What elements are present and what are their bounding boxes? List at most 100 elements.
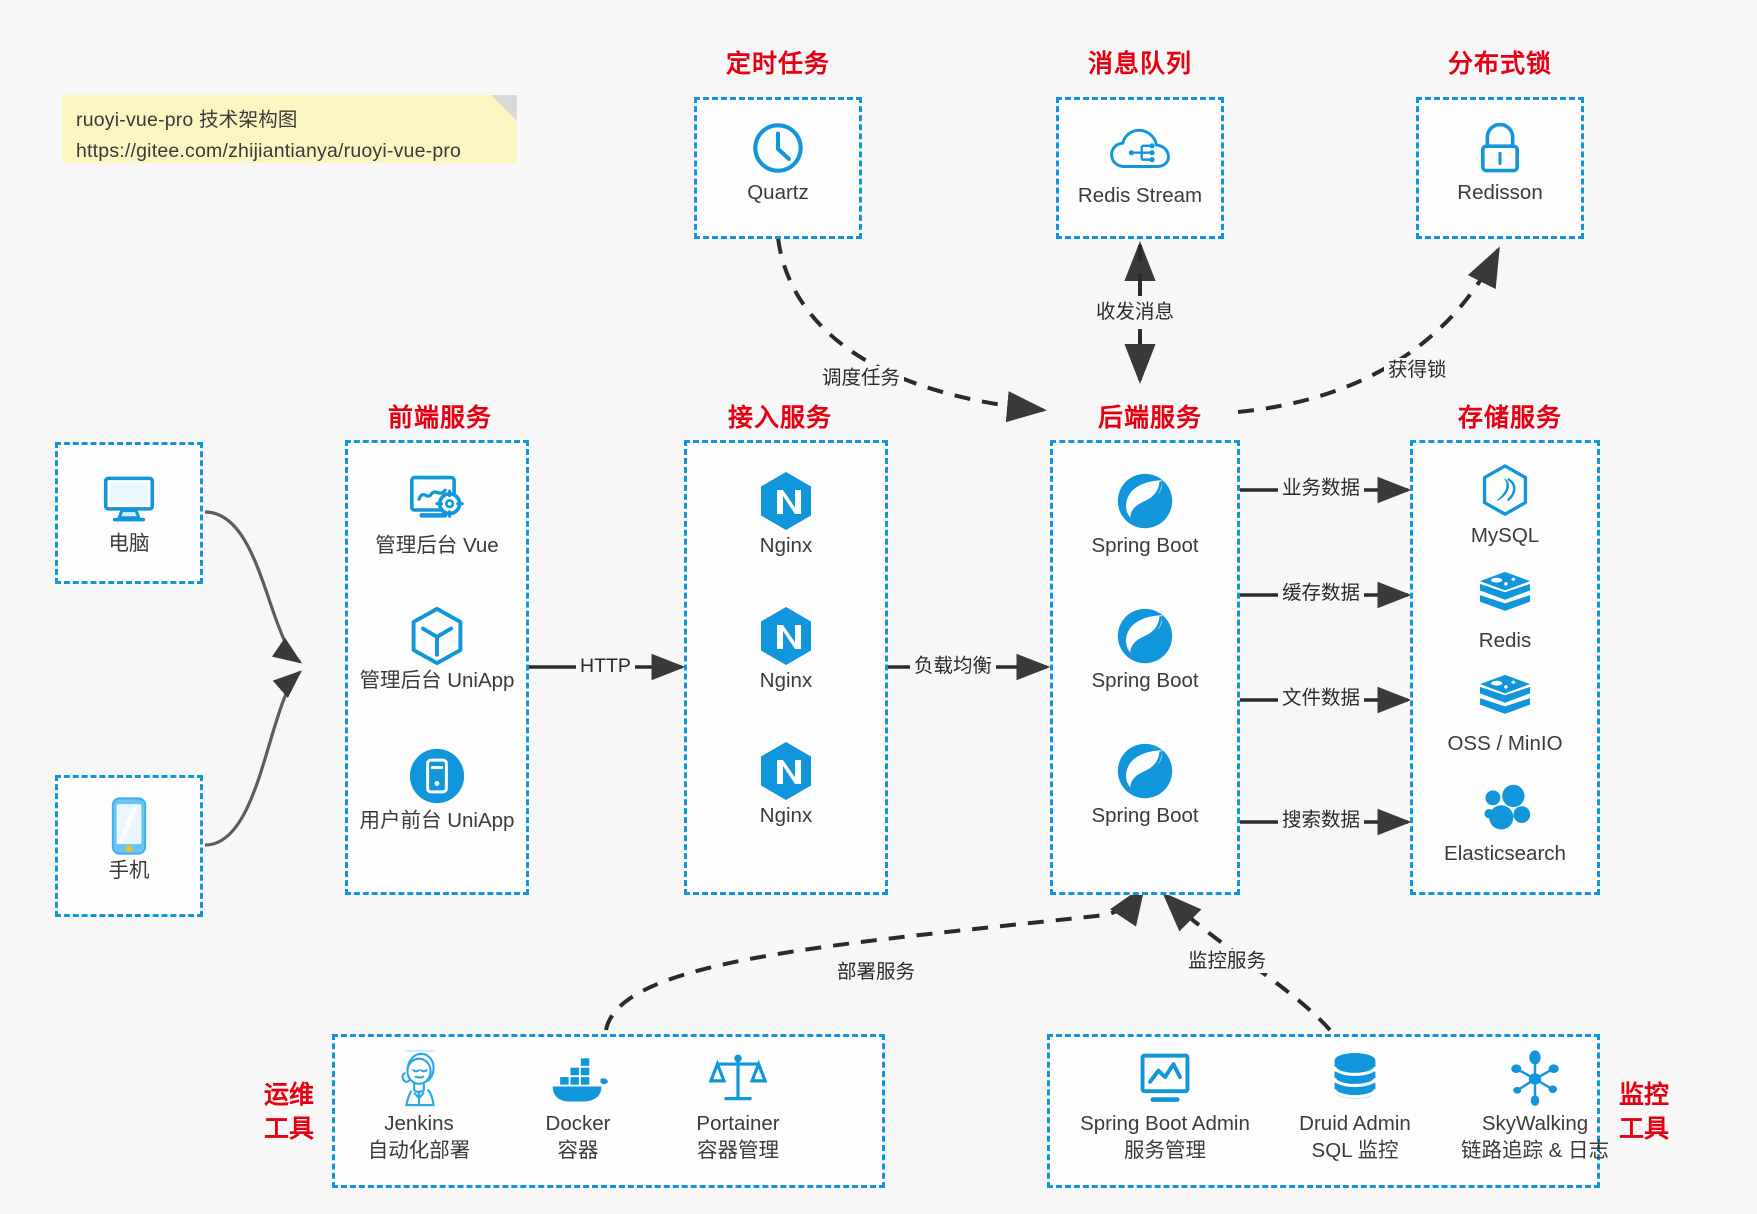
node-oss-minio[interactable]: OSS / MinIO xyxy=(1425,668,1585,757)
note-line-2: https://gitee.com/zhijiantianya/ruoyi-vu… xyxy=(76,140,462,162)
cloud-stream-icon xyxy=(1060,120,1220,182)
node-quartz[interactable]: Quartz xyxy=(698,117,858,206)
node-mobile[interactable]: 手机 xyxy=(49,795,209,884)
edge-label-search-data: 搜索数据 xyxy=(1278,808,1365,832)
edge-label-acquire-lock: 获得锁 xyxy=(1384,358,1451,382)
spring-boot-icon xyxy=(1065,740,1225,802)
mysql-icon xyxy=(1425,460,1585,522)
group-title-monitor-line2: 工具 xyxy=(1618,1115,1669,1143)
nginx-icon xyxy=(706,740,866,802)
node-label: 管理后台 UniApp xyxy=(359,669,515,692)
elasticsearch-icon xyxy=(1425,778,1585,840)
node-spring-boot-2[interactable]: Spring Boot xyxy=(1065,605,1225,694)
node-redis[interactable]: Redis xyxy=(1425,565,1585,654)
node-label: Docker xyxy=(545,1112,611,1135)
group-title-devops: 运维 工具 xyxy=(258,1078,320,1146)
node-skywalking[interactable]: SkyWalking 链路追踪 & 日志 xyxy=(1440,1048,1630,1164)
node-desktop[interactable]: 电脑 xyxy=(49,468,209,557)
node-spring-boot-1[interactable]: Spring Boot xyxy=(1065,470,1225,559)
node-label: Redis Stream xyxy=(1077,184,1203,207)
node-label: Nginx xyxy=(759,804,813,827)
mobile-app-icon xyxy=(357,745,517,807)
node-label: 用户前台 UniApp xyxy=(359,809,515,832)
node-redis-stream[interactable]: Redis Stream xyxy=(1060,120,1220,209)
group-box-monitor xyxy=(1047,1034,1600,1188)
node-mysql[interactable]: MySQL xyxy=(1425,460,1585,549)
node-sublabel: 容器 xyxy=(557,1139,599,1162)
edge-label-schedule: 调度任务 xyxy=(818,366,905,390)
group-title-storage: 存储服务 xyxy=(1457,404,1562,432)
skywalking-icon xyxy=(1440,1048,1630,1110)
node-label: Portainer xyxy=(696,1112,780,1135)
group-title-mq: 消息队列 xyxy=(1087,50,1192,78)
group-title-scheduler: 定时任务 xyxy=(725,50,830,78)
database-icon xyxy=(1265,1048,1445,1110)
group-title-devops-line2: 工具 xyxy=(263,1115,314,1143)
node-label: Quartz xyxy=(747,181,809,204)
diagram-note: ruoyi-vue-pro 技术架构图 https://gitee.com/zh… xyxy=(62,95,517,163)
node-label: Nginx xyxy=(759,669,813,692)
group-box-scheduler xyxy=(694,97,862,239)
node-sublabel: 链路追踪 & 日志 xyxy=(1460,1139,1610,1162)
node-sublabel: 容器管理 xyxy=(697,1139,779,1162)
node-nginx-2[interactable]: Nginx xyxy=(706,605,866,694)
node-portainer[interactable]: Portainer 容器管理 xyxy=(658,1048,818,1164)
group-title-devops-line1: 运维 xyxy=(263,1081,314,1109)
node-jenkins[interactable]: Jenkins 自动化部署 xyxy=(339,1048,499,1164)
node-sublabel: 服务管理 xyxy=(1124,1139,1206,1162)
node-redisson[interactable]: Redisson xyxy=(1420,117,1580,206)
group-title-frontend: 前端服务 xyxy=(387,404,492,432)
node-nginx-1[interactable]: Nginx xyxy=(706,470,866,559)
edge-label-mq-traffic: 收发消息 xyxy=(1092,300,1179,324)
edge-label-file-data: 文件数据 xyxy=(1278,686,1365,710)
node-admin-uniapp[interactable]: 管理后台 UniApp xyxy=(357,605,517,694)
uniapp-icon xyxy=(357,605,517,667)
edge-label-cache-data: 缓存数据 xyxy=(1278,581,1365,605)
node-user-uniapp[interactable]: 用户前台 UniApp xyxy=(357,745,517,834)
node-label: Spring Boot xyxy=(1091,534,1199,557)
note-line-1: ruoyi-vue-pro 技术架构图 xyxy=(76,109,298,131)
node-label: MySQL xyxy=(1470,524,1540,547)
node-druid-admin[interactable]: Druid Admin SQL 监控 xyxy=(1265,1048,1445,1164)
nginx-icon xyxy=(706,470,866,532)
node-spring-boot-admin[interactable]: Spring Boot Admin 服务管理 xyxy=(1065,1048,1265,1164)
spring-boot-icon xyxy=(1065,605,1225,667)
edge-label-load-balance: 负载均衡 xyxy=(910,654,997,678)
portainer-icon xyxy=(658,1048,818,1110)
node-sublabel: SQL 监控 xyxy=(1311,1139,1399,1162)
vue-admin-icon xyxy=(357,470,517,532)
node-sublabel: 自动化部署 xyxy=(367,1139,471,1162)
desktop-icon xyxy=(49,468,209,530)
node-label: Spring Boot xyxy=(1091,804,1199,827)
node-docker[interactable]: Docker 容器 xyxy=(498,1048,658,1164)
lock-icon xyxy=(1420,117,1580,179)
node-label: Druid Admin xyxy=(1299,1112,1411,1135)
node-elasticsearch[interactable]: Elasticsearch xyxy=(1425,778,1585,867)
jenkins-icon xyxy=(339,1048,499,1110)
node-label: Nginx xyxy=(759,534,813,557)
spring-boot-admin-icon xyxy=(1065,1048,1265,1110)
node-nginx-3[interactable]: Nginx xyxy=(706,740,866,829)
node-label: OSS / MinIO xyxy=(1447,732,1563,755)
note-fold-corner xyxy=(491,95,517,121)
node-label: Redisson xyxy=(1457,181,1543,204)
edge-label-deploy: 部署服务 xyxy=(833,960,920,984)
edge-label-business-data: 业务数据 xyxy=(1278,476,1365,500)
clock-icon xyxy=(698,117,858,179)
group-title-lock: 分布式锁 xyxy=(1447,50,1552,78)
node-label: 手机 xyxy=(108,859,150,882)
group-box-mq xyxy=(1056,97,1224,239)
mobile-icon xyxy=(49,795,209,857)
node-label: Spring Boot xyxy=(1091,669,1199,692)
group-title-monitor: 监控 工具 xyxy=(1613,1078,1675,1146)
edge-label-http: HTTP xyxy=(576,654,635,678)
node-label: Elasticsearch xyxy=(1444,842,1566,865)
node-spring-boot-3[interactable]: Spring Boot xyxy=(1065,740,1225,829)
nginx-icon xyxy=(706,605,866,667)
node-label: 电脑 xyxy=(108,532,150,555)
oss-icon xyxy=(1425,668,1585,730)
group-title-monitor-line1: 监控 xyxy=(1618,1081,1669,1109)
node-admin-vue[interactable]: 管理后台 Vue xyxy=(357,470,517,559)
node-label: Spring Boot Admin xyxy=(1080,1112,1250,1135)
node-label: 管理后台 Vue xyxy=(375,534,499,557)
